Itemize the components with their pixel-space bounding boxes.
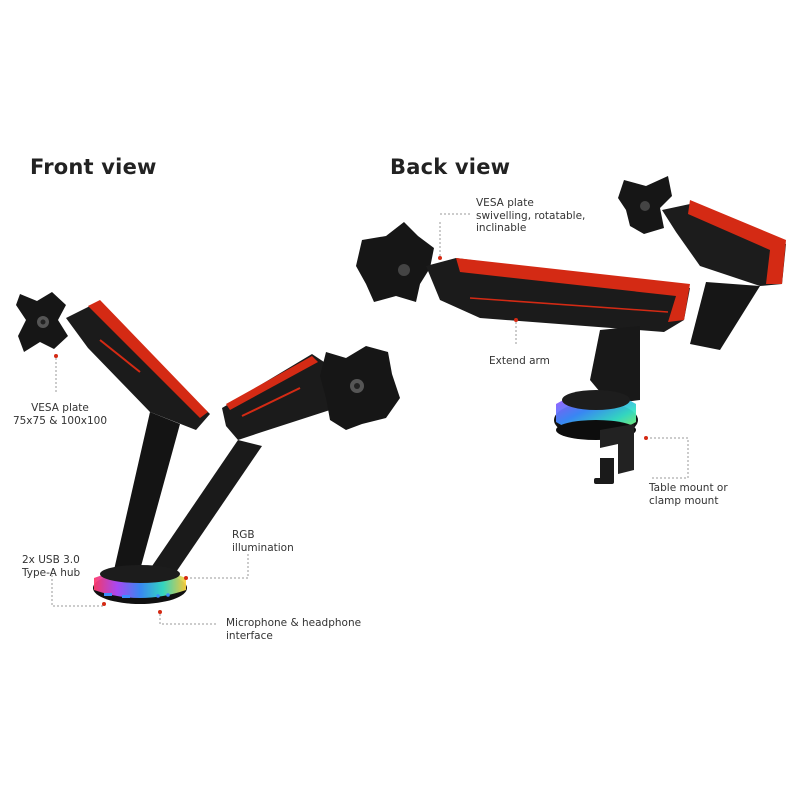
front-view-heading: Front view bbox=[30, 155, 157, 179]
front-right-vesa-plate bbox=[320, 346, 400, 430]
usb-hub-label: 2x USB 3.0 Type-A hub bbox=[22, 554, 81, 579]
back-front-vesa-plate bbox=[356, 222, 434, 302]
table-clamp bbox=[594, 424, 634, 484]
audio-interface-label: Microphone & headphone interface bbox=[226, 617, 362, 642]
leader-lines bbox=[51, 213, 689, 625]
front-left-vesa-plate bbox=[16, 292, 68, 352]
back-view-heading: Back view bbox=[390, 155, 511, 179]
front-base-with-rgb bbox=[93, 565, 187, 604]
front-view-arm bbox=[16, 292, 400, 604]
vesa-back-label: VESA plate swivelling, rotatable, inclin… bbox=[476, 197, 586, 234]
vesa-front-label: VESA plate 75x75 & 100x100 bbox=[12, 402, 108, 427]
leader-dots bbox=[54, 256, 648, 614]
mount-label: Table mount or clamp mount bbox=[649, 482, 728, 507]
rgb-illumination-label: RGB illumination bbox=[232, 529, 294, 554]
back-rear-vesa-plate bbox=[618, 176, 672, 234]
extend-arm-label: Extend arm bbox=[489, 355, 550, 367]
back-view-arm bbox=[356, 176, 786, 484]
